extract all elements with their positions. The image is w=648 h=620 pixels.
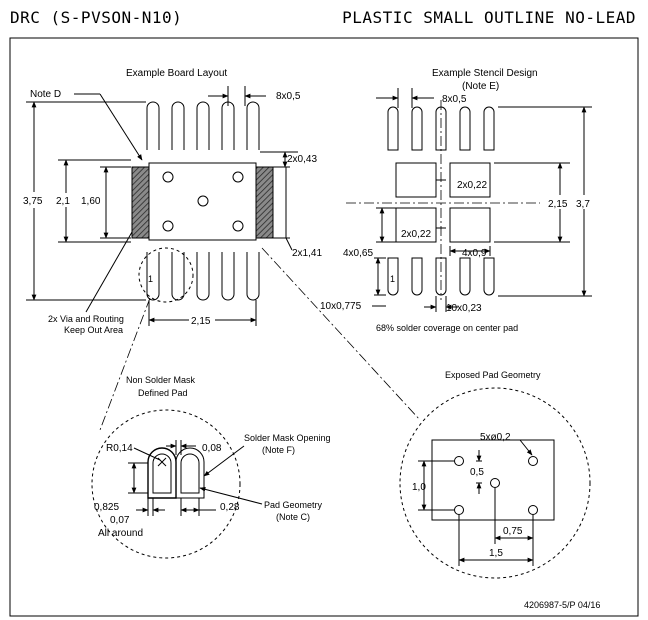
board-pin1-label: 1 — [148, 274, 153, 284]
stencil-title: Example Stencil Design — [432, 68, 538, 79]
exposed-dim-0-75: 0,75 — [503, 526, 523, 537]
stencil-dim-3-7: 3,7 — [576, 199, 590, 210]
pad-geometry — [152, 453, 172, 494]
stencil-dim-pitch: 8x0,5 — [442, 94, 467, 105]
board-dim-2-15: 2,15 — [191, 316, 211, 327]
nsmd-detail-circle — [91, 409, 241, 559]
drawing-frame — [9, 37, 639, 617]
exposed-pad-vias — [454, 456, 538, 515]
note-d-label: Note D — [30, 89, 61, 100]
stencil-dim-2-15: 2,15 — [548, 199, 568, 210]
exposed-pad-circle — [399, 387, 591, 579]
nsmd-detail: Non Solder Mask Defined Pad R0,14 0,08 S… — [91, 375, 331, 559]
board-dim-1-60: 1,60 — [81, 196, 101, 207]
board-layout-title: Example Board Layout — [126, 68, 227, 79]
board-dim-pitch: 8x0,5 — [276, 91, 301, 102]
stencil-note: (Note E) — [462, 81, 499, 92]
exposed-dim-5x0-2: 5xø0,2 — [480, 432, 511, 443]
pad-geometry-note-line2: (Note C) — [276, 512, 310, 522]
stencil-coverage-note: 68% solder coverage on center pad — [376, 323, 518, 333]
board-center-pad — [148, 162, 257, 241]
stencil-dim-4x0-9: 4x0,9 — [462, 248, 487, 259]
stencil-dim-4x0-65: 4x0,65 — [343, 248, 373, 259]
smo-note-line1: Solder Mask Opening — [244, 433, 331, 443]
nsmd-dim-0-07: 0,07 — [110, 515, 130, 526]
stencil-top-pads — [387, 106, 495, 151]
board-dim-2-1: 2,1 — [56, 196, 70, 207]
nsmd-dim-0-825: 0,825 — [94, 502, 119, 513]
header-package-code: DRC (S-PVSON-N10) — [10, 8, 183, 27]
stencil-dim-022a: 2x0,22 — [457, 180, 487, 191]
pad-geometry-note-line1: Pad Geometry — [264, 500, 323, 510]
stencil-dim-10x0-775: 10x0,775 — [320, 301, 362, 312]
board-layout-view: Example Board Layout No — [22, 68, 322, 431]
board-keepout-left — [131, 166, 150, 239]
stencil-dim-022b: 2x0,22 — [401, 229, 431, 240]
via-note-line2: Keep Out Area — [64, 325, 123, 335]
nsmd-all-around: All around — [98, 528, 143, 539]
nsmd-title-line2: Defined Pad — [138, 388, 188, 398]
stencil-bottom-pads — [387, 257, 495, 296]
exposed-pad-title: Exposed Pad Geometry — [445, 370, 541, 380]
stencil-view: Example Stencil Design (Note E) — [261, 68, 596, 421]
exposed-dim-1-0: 1,0 — [412, 482, 426, 493]
board-vias — [162, 171, 244, 232]
exposed-pad-detail: Exposed Pad Geometry 5xø0,2 0,5 1,0 0,75… — [399, 370, 591, 579]
board-dim-2x1-41: 2x1,41 — [292, 248, 322, 259]
nsmd-title-line1: Non Solder Mask — [126, 375, 196, 385]
via-note-line1: 2x Via and Routing — [48, 314, 124, 324]
stencil-dim-10x0-23: 10x0,23 — [446, 303, 482, 314]
header-package-description: PLASTIC SMALL OUTLINE NO-LEAD — [342, 8, 636, 27]
exposed-dim-1-5: 1,5 — [489, 548, 503, 559]
exposed-pad-outline — [431, 439, 555, 521]
nsmd-dim-0-28: 0,28 — [220, 502, 240, 513]
board-dim-3-75: 3,75 — [23, 196, 43, 207]
board-dim-2x0-43: 2x0,43 — [287, 154, 317, 165]
pin1-detail-circle — [138, 247, 194, 303]
nsmd-dim-0-08: 0,08 — [202, 443, 222, 454]
nsmd-dim-r014: R0,14 — [106, 443, 133, 454]
board-keepout-right — [255, 166, 274, 239]
stencil-pin1-label: 1 — [390, 274, 395, 284]
smo-note-line2: (Note F) — [262, 445, 295, 455]
document-id: 4206987-5/P 04/16 — [524, 600, 600, 610]
exposed-dim-0-5: 0,5 — [470, 467, 484, 478]
board-top-pads — [146, 101, 260, 150]
solder-mask-opening — [147, 447, 177, 499]
board-bottom-pads — [146, 252, 260, 301]
